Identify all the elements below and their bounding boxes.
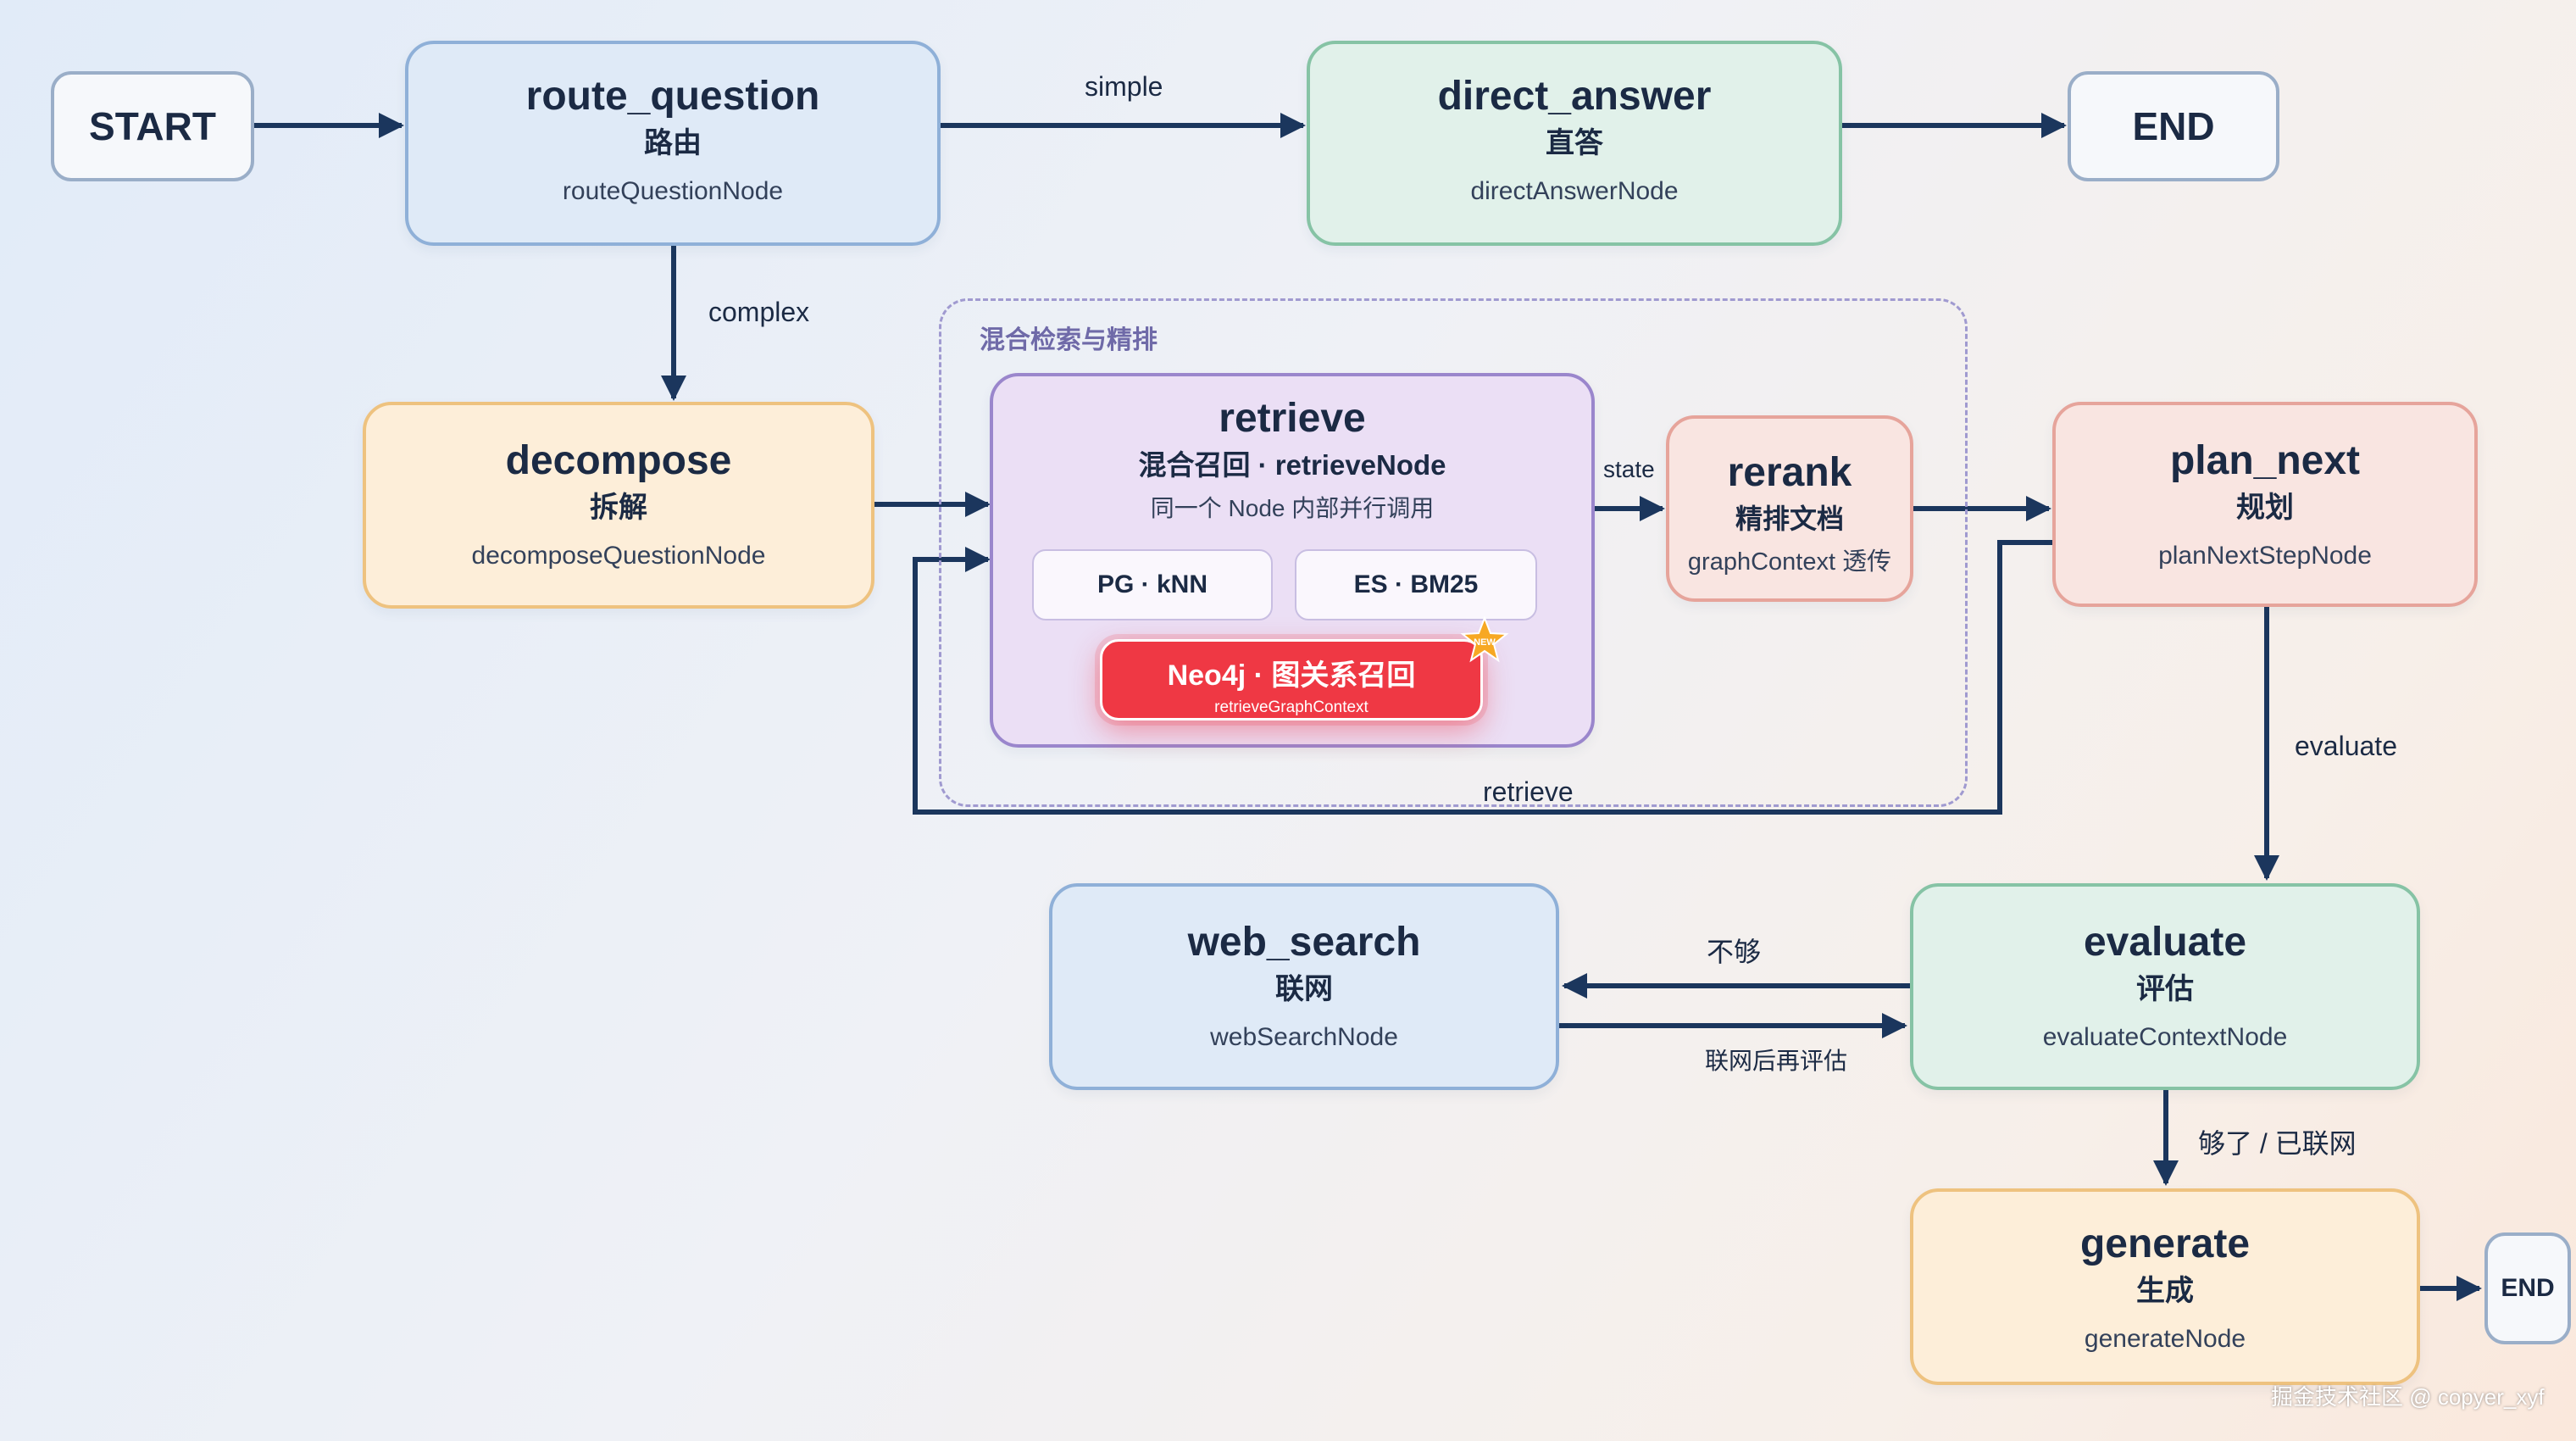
evaluate-func: evaluateContextNode xyxy=(2042,1022,2288,1051)
end-node-top: END xyxy=(2068,71,2279,181)
evaluate-node: evaluate 评估 evaluateContextNode xyxy=(1910,883,2420,1090)
retrieve-zh: 混合召回 · retrieveNode xyxy=(1138,449,1446,481)
watermark: 掘金技术社区 @ copyer_xyf xyxy=(2271,1384,2545,1410)
route-question-node: route_question 路由 routeQuestionNode xyxy=(405,41,941,246)
es-bm25-label: ES · BM25 xyxy=(1353,570,1479,598)
start-label: START xyxy=(89,104,216,148)
end-label-top: END xyxy=(2132,104,2215,148)
edge-label-state: state xyxy=(1603,456,1655,482)
neo4j-graph-recall: Neo4j · 图关系召回 retrieveGraphContext xyxy=(1100,639,1483,720)
edge-plan-retrieve-loop xyxy=(913,540,2054,815)
edge-label-not-enough: 不够 xyxy=(1707,937,1762,967)
retrieve-title: retrieve xyxy=(1219,396,1366,441)
edge-label-simple: simple xyxy=(1085,71,1163,102)
end-node-bottom: END xyxy=(2484,1232,2571,1344)
decompose-node: decompose 拆解 decomposeQuestionNode xyxy=(363,402,874,609)
rerank-node: rerank 精排文档 graphContext 透传 xyxy=(1666,415,1913,602)
retrieve-note: 同一个 Node 内部并行调用 xyxy=(1150,494,1435,521)
new-badge-icon: NEW xyxy=(1460,615,1509,663)
web-search-zh: 联网 xyxy=(1275,973,1333,1006)
pg-knn-chip: PG · kNN xyxy=(1032,549,1273,620)
neo4j-sub: retrieveGraphContext xyxy=(1214,698,1368,716)
start-node: START xyxy=(51,71,254,181)
direct-answer-node: direct_answer 直答 directAnswerNode xyxy=(1307,41,1842,246)
route-question-zh: 路由 xyxy=(644,127,702,160)
plan-next-title: plan_next xyxy=(2169,438,2361,483)
rerank-func: graphContext 透传 xyxy=(1687,548,1892,576)
route-question-func: routeQuestionNode xyxy=(562,176,784,205)
pg-knn-label: PG · kNN xyxy=(1096,570,1208,598)
rerank-zh: 精排文档 xyxy=(1735,504,1844,535)
decompose-zh: 拆解 xyxy=(590,492,647,525)
decompose-title: decompose xyxy=(505,438,732,483)
generate-func: generateNode xyxy=(2084,1324,2246,1353)
neo4j-title: Neo4j · 图关系召回 xyxy=(1167,659,1416,692)
evaluate-title: evaluate xyxy=(2083,920,2247,965)
web-search-title: web_search xyxy=(1187,920,1421,965)
web-search-node: web_search 联网 webSearchNode xyxy=(1049,883,1559,1090)
new-badge-text: NEW xyxy=(1474,637,1496,648)
direct-answer-zh: 直答 xyxy=(1546,127,1603,160)
edge-label-retrieve: retrieve xyxy=(1483,776,1574,807)
plan-next-node: plan_next 规划 planNextStepNode xyxy=(2052,402,2478,607)
edge-label-enough: 够了 / 已联网 xyxy=(2198,1128,2357,1159)
edge-label-complex: complex xyxy=(708,297,810,327)
generate-node: generate 生成 generateNode xyxy=(1910,1188,2420,1385)
hybrid-retrieval-group-title: 混合检索与精排 xyxy=(980,326,1158,354)
hybrid-retrieval-group xyxy=(939,298,1968,807)
generate-zh: 生成 xyxy=(2136,1275,2194,1308)
edge-label-evaluate: evaluate xyxy=(2295,731,2397,761)
es-bm25-chip: ES · BM25 xyxy=(1295,549,1537,620)
direct-answer-func: directAnswerNode xyxy=(1470,176,1679,205)
route-question-title: route_question xyxy=(525,74,820,119)
evaluate-zh: 评估 xyxy=(2136,973,2194,1006)
decompose-func: decomposeQuestionNode xyxy=(471,541,766,570)
plan-next-zh: 规划 xyxy=(2236,492,2294,525)
web-search-func: webSearchNode xyxy=(1210,1022,1398,1051)
edge-label-reevaluate: 联网后再评估 xyxy=(1705,1048,1848,1074)
generate-title: generate xyxy=(2079,1221,2251,1266)
plan-next-func: planNextStepNode xyxy=(2158,541,2372,570)
end-label-bottom: END xyxy=(2501,1274,2555,1302)
direct-answer-title: direct_answer xyxy=(1437,74,1712,119)
rerank-title: rerank xyxy=(1727,450,1852,495)
